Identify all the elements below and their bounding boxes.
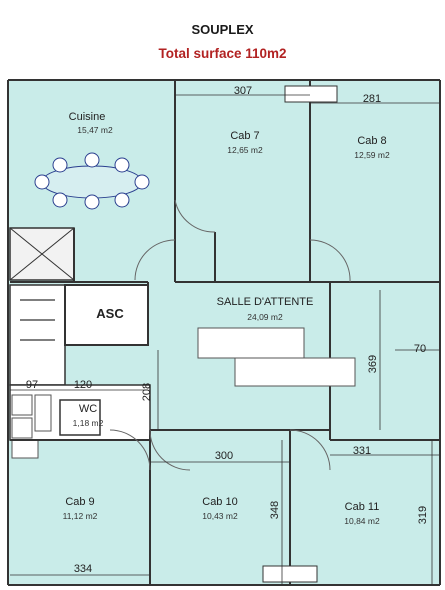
plan-subtitle: Total surface 110m2 [158, 46, 287, 61]
room-area-cab10: 10,43 m2 [202, 511, 238, 521]
room-area-cab8: 12,59 m2 [354, 150, 390, 160]
room-area-cab11: 10,84 m2 [344, 516, 380, 526]
dimension-208: 208 [141, 383, 153, 401]
door-swings [109, 199, 351, 471]
room-name-wc: WC [79, 403, 97, 415]
room-name-asc: ASC [96, 306, 124, 321]
outer-walls [7, 79, 441, 586]
windows [262, 85, 338, 583]
plan-title: SOUPLEX [191, 22, 254, 37]
dimension-334: 334 [74, 563, 92, 575]
dimension-lines [10, 94, 440, 585]
dimension-300: 300 [215, 450, 233, 462]
dimension-319: 319 [417, 506, 429, 524]
room-name-salle: SALLE D'ATTENTE [217, 296, 314, 308]
dimension-70: 70 [414, 343, 426, 355]
service-core [9, 227, 151, 459]
dimension-369: 369 [367, 355, 379, 373]
room-name-cab10: Cab 10 [202, 496, 237, 508]
dimension-97: 97 [26, 379, 38, 391]
dimension-348: 348 [269, 501, 281, 519]
room-name-cab11: Cab 11 [345, 501, 380, 513]
dimension-120: 120 [74, 379, 92, 391]
room-area-cab7: 12,65 m2 [227, 145, 263, 155]
dining-table [34, 152, 150, 210]
room-name-cab7: Cab 7 [230, 130, 259, 142]
room-area-cab9: 11,12 m2 [63, 511, 98, 521]
room-area-salle: 24,09 m2 [247, 312, 283, 322]
room-area-wc: 1,18 m2 [73, 418, 104, 428]
room-name-cab8: Cab 8 [357, 135, 386, 147]
interior-walls [10, 80, 440, 585]
dimension-331: 331 [353, 445, 371, 457]
dimension-281: 281 [363, 93, 381, 105]
waiting-room-benches [197, 327, 356, 387]
room-name-cab9: Cab 9 [65, 496, 94, 508]
dimension-307: 307 [234, 85, 252, 97]
room-area-cuisine: 15,47 m2 [77, 125, 113, 135]
room-name-cuisine: Cuisine [69, 111, 106, 123]
